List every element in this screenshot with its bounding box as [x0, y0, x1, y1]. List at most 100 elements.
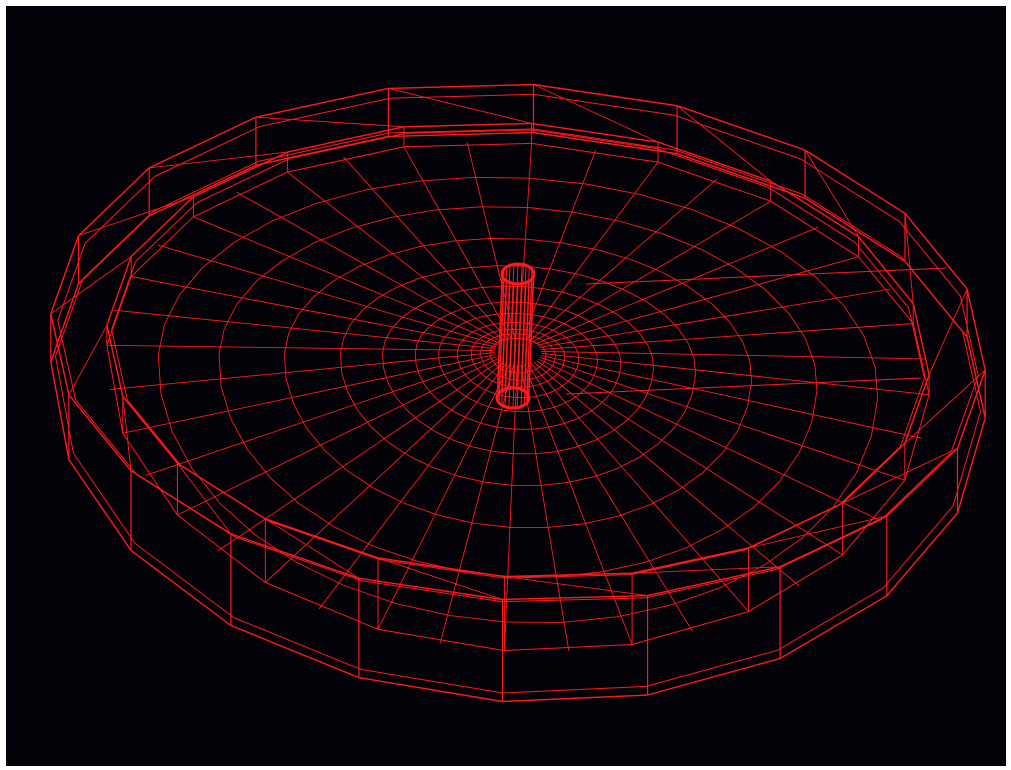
outer-rim-bottom-edge-inner — [55, 356, 74, 454]
tube-vertical-edge — [504, 265, 511, 390]
floor-ring — [459, 392, 470, 399]
floor-ring — [281, 242, 314, 262]
floor-ring — [535, 336, 542, 340]
floor-ring — [593, 467, 618, 478]
outer-rim-top-edge — [533, 83, 678, 107]
floor-ring — [593, 348, 598, 356]
inner-lip-edge-lower — [126, 399, 182, 467]
floor-ring — [610, 421, 626, 433]
floor-ring — [530, 384, 538, 387]
outer-rim-top-edge-inner — [645, 569, 777, 599]
floor-ring — [543, 288, 565, 294]
floor-spoke — [533, 361, 800, 587]
floor-spoke — [217, 359, 502, 552]
tube-vertical-edge — [504, 282, 511, 407]
floor-ring — [399, 310, 412, 321]
outer-rim-bottom-edge — [956, 417, 986, 514]
floor-ring — [202, 242, 235, 268]
floor-ring — [540, 333, 547, 337]
floor-ring — [863, 335, 876, 367]
floor-ring — [418, 374, 426, 386]
outer-rim-top-edge — [804, 149, 906, 214]
3d-viewport[interactable] — [6, 6, 1006, 766]
floor-ring — [539, 482, 568, 486]
floor-ring — [490, 407, 504, 411]
outer-rim-bottom-edge-inner — [777, 587, 884, 651]
floor-ring — [271, 202, 317, 222]
floor-ring — [439, 339, 444, 347]
floor-ring — [382, 353, 384, 368]
outer-rim-bottom-edge-inner — [360, 668, 503, 694]
inner-lip-edge — [193, 151, 288, 198]
floor-ring — [537, 382, 545, 386]
outer-rim-top-edge-inner — [880, 452, 952, 520]
floor-ring — [489, 378, 496, 383]
outer-rim-top-edge-inner — [57, 243, 86, 321]
rim-diagonal-edge — [676, 105, 771, 182]
outer-rim-bottom-edge — [533, 131, 678, 155]
floor-spoke — [193, 216, 500, 344]
floor-ring — [396, 278, 419, 288]
floor-ring — [451, 385, 461, 393]
floor-ring — [479, 371, 485, 377]
floor-ring — [382, 341, 386, 354]
floor-ring — [489, 238, 526, 240]
floor-ring — [506, 396, 517, 399]
floor-ring — [391, 209, 436, 218]
floor-spoke — [534, 226, 819, 345]
floor-ring — [527, 409, 541, 413]
floor-ring — [596, 355, 598, 363]
floor-ring — [414, 352, 417, 364]
floor-ring — [469, 329, 477, 334]
floor-ring — [630, 259, 662, 273]
floor-ring — [454, 411, 469, 420]
floor-ring — [424, 385, 434, 396]
floor-ring — [555, 330, 563, 336]
floor-ring — [521, 301, 538, 305]
floor-ring — [701, 249, 737, 269]
outer-rim-top-edge — [388, 83, 534, 90]
floor-ring — [566, 324, 577, 331]
floor-ring — [525, 238, 563, 244]
floor-ring — [434, 206, 482, 211]
floor-ring — [255, 260, 283, 282]
floor-ring — [702, 452, 723, 474]
inner-lip-edge — [904, 374, 930, 444]
floor-ring — [416, 560, 462, 572]
inner-lip-edge — [858, 236, 914, 304]
floor-ring — [414, 343, 418, 353]
floor-ring — [473, 522, 511, 528]
floor-ring — [386, 246, 419, 256]
chord-edge — [565, 377, 922, 395]
floor-ring — [432, 394, 444, 405]
floor-ring — [418, 240, 454, 248]
floor-ring — [164, 294, 181, 325]
floor-ring — [218, 328, 225, 355]
floor-ring — [436, 314, 448, 322]
floor-ring — [333, 266, 359, 282]
floor-ring — [652, 357, 654, 370]
floor-ring — [313, 228, 351, 244]
floor-ring — [410, 302, 426, 312]
floor-ring — [737, 406, 748, 431]
floor-ring — [299, 503, 335, 528]
outer-rim-bottom-edge-inner — [72, 452, 136, 544]
outer-rim-bottom-edge — [966, 336, 986, 419]
floor-ring — [843, 305, 865, 337]
rim-diagonal-edge — [504, 576, 648, 597]
floor-ring — [492, 450, 514, 455]
floor-spoke — [521, 149, 597, 340]
rim-diagonal-edge — [904, 213, 914, 304]
outer-rim-top-edge — [676, 105, 806, 151]
floor-ring — [218, 354, 222, 387]
floor-spoke — [524, 364, 633, 645]
rim-diagonal-edge — [78, 196, 194, 237]
floor-ring — [587, 378, 594, 387]
floor-ring — [874, 366, 879, 399]
floor-ring — [639, 443, 659, 458]
floor-ring — [350, 216, 392, 229]
floor-ring — [616, 347, 621, 357]
floor-ring — [495, 381, 503, 386]
floor-spoke — [525, 161, 659, 341]
floor-ring — [438, 352, 440, 362]
